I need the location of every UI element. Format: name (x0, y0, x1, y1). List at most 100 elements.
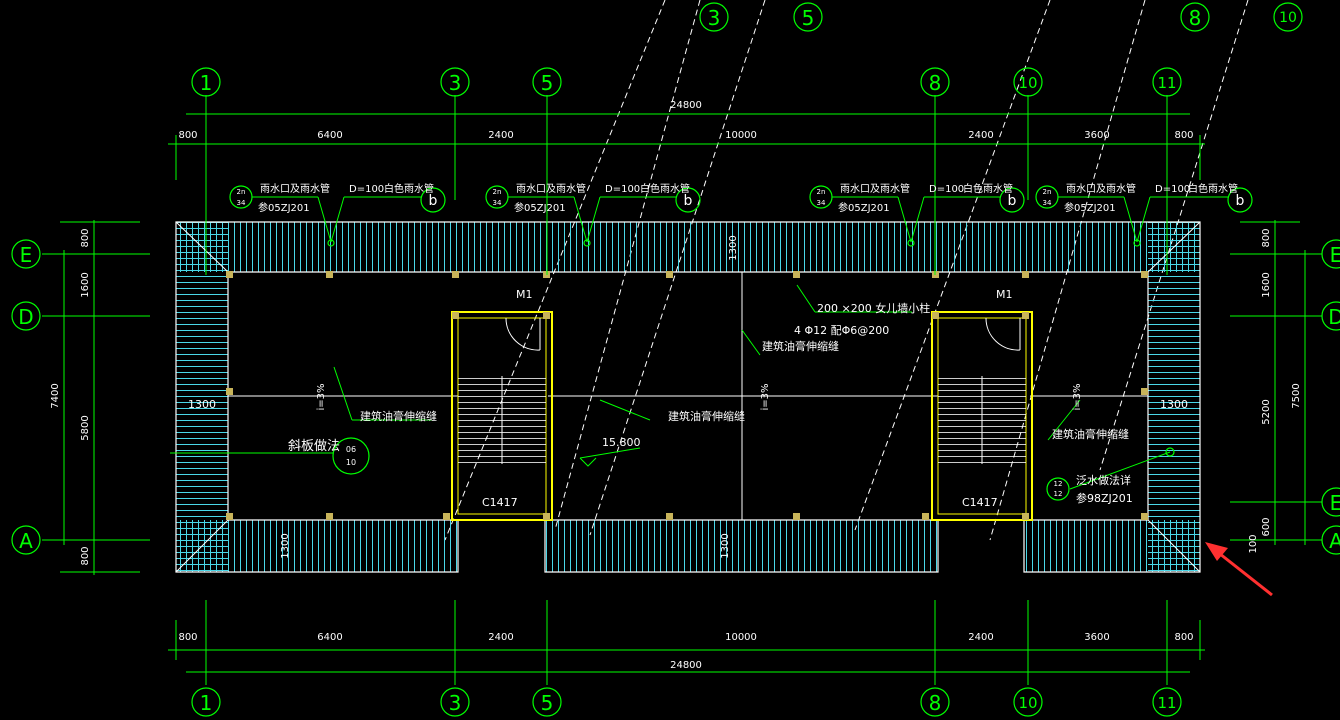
note-pipe-dia-4: D=100 (1155, 184, 1190, 195)
note-expansion-joint-4: 建筑油膏伸缩缝 (1052, 427, 1129, 441)
grid-label-bottom-11: 11 (1157, 694, 1176, 712)
dim-right-100: 100 (1248, 534, 1259, 553)
grid-label-far-10: 10 (1279, 10, 1297, 26)
dim-top-2400a: 2400 (488, 130, 513, 141)
note-elevation: 15.800 (602, 436, 641, 449)
note-slope-method: 斜板做法 (288, 439, 340, 454)
note-white-pipe-4: 白色雨水管 (1188, 182, 1238, 195)
window-label-left: C1417 (482, 496, 518, 509)
detail-bottom-2: 34 (493, 199, 502, 207)
dim-top-2400b: 2400 (968, 130, 993, 141)
grid-label-top-10: 10 (1018, 74, 1037, 92)
stair-core-right (931, 311, 1033, 521)
note-rain-ref-3: 参05ZJ201 (838, 201, 890, 214)
note-1300-bottom-left: 1300 (280, 533, 291, 558)
grid-dimension-lines (42, 95, 1322, 685)
note-parapet-rebar: 4 Φ12 配Φ6@200 (794, 324, 889, 337)
dim-bottom-2400a: 2400 (488, 632, 513, 643)
grid-label-far-5: 5 (802, 6, 815, 30)
grid-label-far-3: 3 (708, 6, 721, 30)
detail-top-2: 2n (493, 188, 502, 196)
note-white-pipe-3: 白色雨水管 (963, 182, 1013, 195)
dim-top-800a: 800 (178, 130, 197, 141)
pipe-tag-3: b (1008, 193, 1017, 209)
grid-label-left-D: D (18, 305, 33, 329)
note-white-pipe-2: 白色雨水管 (640, 182, 690, 195)
note-pipe-dia-3: D=100 (929, 184, 964, 195)
waterproof-detail-bottom: 12 (1054, 490, 1063, 498)
grid-label-top-5: 5 (541, 71, 554, 95)
detail-bottom-1: 34 (237, 199, 246, 207)
dim-right-overall: 7500 (1291, 383, 1302, 408)
dim-left-800b: 800 (80, 546, 91, 565)
dim-left-800a: 800 (80, 228, 91, 247)
grid-label-bottom-5: 5 (541, 691, 554, 715)
dim-right-1600: 1600 (1261, 272, 1272, 297)
grid-bubbles-shapes (11, 2, 1340, 717)
grid-label-bottom-10: 10 (1018, 694, 1037, 712)
dim-bottom-2400b: 2400 (968, 632, 993, 643)
slope-label-3: i=3% (1072, 383, 1083, 410)
dim-top-3600: 3600 (1084, 130, 1109, 141)
note-pipe-dia-1: D=100 (349, 184, 384, 195)
note-waterproof: 泛水做法详 (1076, 473, 1131, 487)
note-1300-right: 1300 (1160, 398, 1188, 411)
grid-label-left-E: E (20, 243, 33, 267)
dim-top-6400: 6400 (317, 130, 342, 141)
dim-left-1600: 1600 (80, 272, 91, 297)
grid-label-right-E2: E (1330, 491, 1340, 515)
drain-points (327, 239, 1175, 457)
dim-top-total: 24800 (670, 100, 702, 111)
pipe-tag-4: b (1236, 193, 1245, 209)
detail-top-4: 2n (1043, 188, 1052, 196)
stair-core-left (451, 311, 553, 521)
parapet-columns (226, 271, 1148, 520)
note-parapet-column: 200 ×200 女儿墙小柱 (817, 301, 930, 315)
dim-bottom-10000: 10000 (725, 632, 757, 643)
elevation-marker (579, 447, 641, 467)
window-label-right: C1417 (962, 496, 998, 509)
door-label-left: M1 (516, 288, 533, 301)
grid-label-left-A: A (19, 529, 33, 553)
note-1300-bottom-mid: 1300 (720, 533, 731, 558)
leader-lines (170, 196, 1228, 490)
note-rain-ref-1: 参05ZJ201 (258, 201, 310, 214)
note-1300-top: 1300 (728, 235, 739, 260)
dim-left-5800: 5800 (80, 415, 91, 440)
dim-bottom-800b: 800 (1174, 632, 1193, 643)
slope-ref-bottom: 10 (346, 458, 356, 467)
door-swings (505, 317, 1021, 351)
detail-bottom-3: 34 (817, 199, 826, 207)
pipe-tag-1: b (429, 193, 438, 209)
dim-left-overall: 7400 (50, 383, 61, 408)
grid-label-right-E1: E (1330, 243, 1340, 267)
note-rain-outlet-4: 雨水口及雨水管 (1066, 182, 1136, 195)
grid-label-bottom-8: 8 (929, 691, 942, 715)
grid-label-bottom-1: 1 (200, 691, 213, 715)
note-expansion-joint-1: 建筑油膏伸缩缝 (762, 339, 839, 353)
detail-top-1: 2n (237, 188, 246, 196)
grid-label-top-1: 1 (200, 71, 213, 95)
dim-right-800: 800 (1261, 228, 1272, 247)
grid-label-top-8: 8 (929, 71, 942, 95)
note-white-pipe-1: 白色雨水管 (384, 182, 434, 195)
grid-label-far-8: 8 (1189, 6, 1202, 30)
grid-label-bottom-3: 3 (449, 691, 462, 715)
pipe-tag-2: b (684, 193, 693, 209)
note-rain-outlet-2: 雨水口及雨水管 (516, 182, 586, 195)
dim-bottom-6400: 6400 (317, 632, 342, 643)
roof-interior-lines (228, 272, 1148, 520)
dim-bottom-total: 24800 (670, 660, 702, 671)
roof-eave-band (175, 221, 1201, 573)
note-expansion-joint-2: 建筑油膏伸缩缝 (360, 409, 437, 423)
note-pipe-dia-2: D=100 (605, 184, 640, 195)
dim-right-5200: 5200 (1261, 399, 1272, 424)
dim-top-800b: 800 (1174, 130, 1193, 141)
note-1300-left: 1300 (188, 398, 216, 411)
note-rain-ref-2: 参05ZJ201 (514, 201, 566, 214)
red-arrow-marker (1205, 542, 1273, 597)
grid-label-top-11: 11 (1157, 74, 1176, 92)
grid-label-right-D: D (1328, 305, 1340, 329)
detail-bottom-4: 34 (1043, 199, 1052, 207)
